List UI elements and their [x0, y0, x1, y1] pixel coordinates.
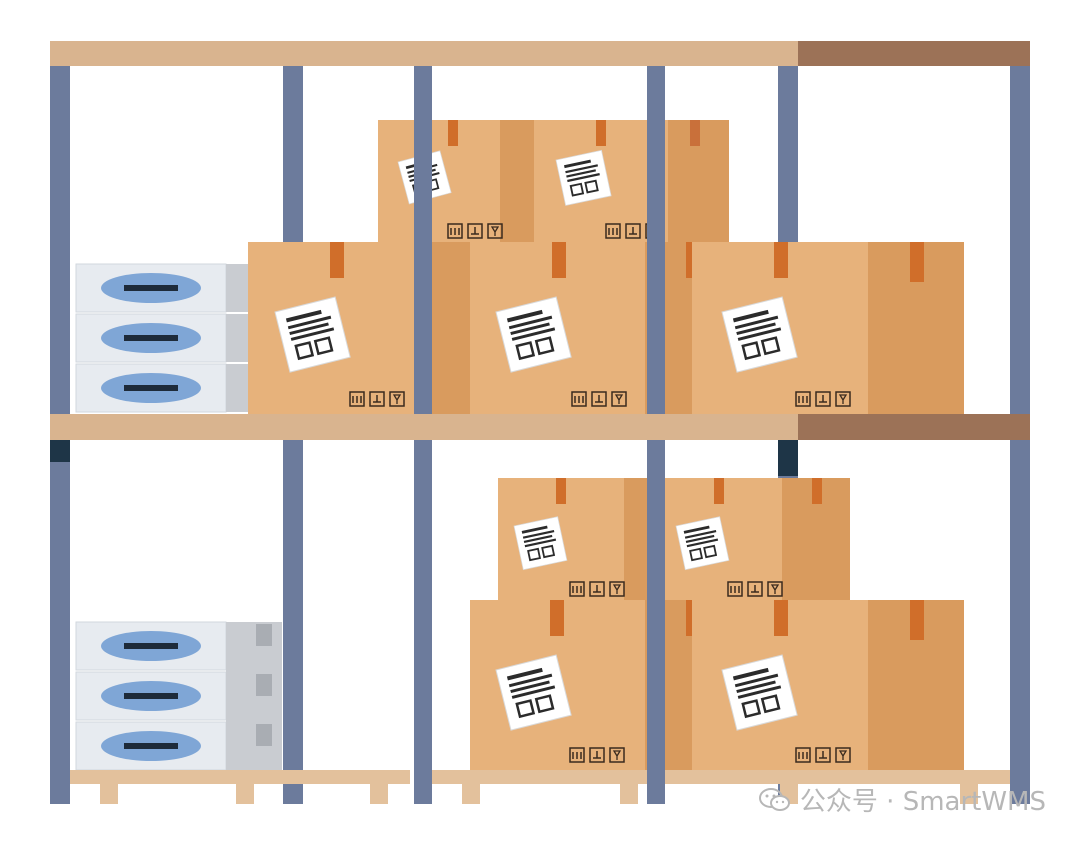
watermark: 公众号 · SmartWMS	[758, 781, 1046, 818]
upper-box-3	[692, 242, 964, 414]
upper-shelf-bins	[75, 263, 249, 413]
shelf-beams	[50, 41, 1030, 440]
wechat-icon	[758, 787, 790, 811]
upper-top-box-2	[534, 120, 729, 242]
lower-box-2	[692, 600, 964, 770]
lower-shelf-bins	[75, 621, 282, 771]
upper-box-1	[248, 242, 470, 414]
pallets	[70, 770, 1012, 804]
lower-top-box-1	[498, 478, 664, 600]
watermark-text: 公众号 · SmartWMS	[799, 787, 1046, 817]
lower-top-box-2	[664, 478, 850, 600]
upper-top-box-1	[378, 120, 534, 242]
